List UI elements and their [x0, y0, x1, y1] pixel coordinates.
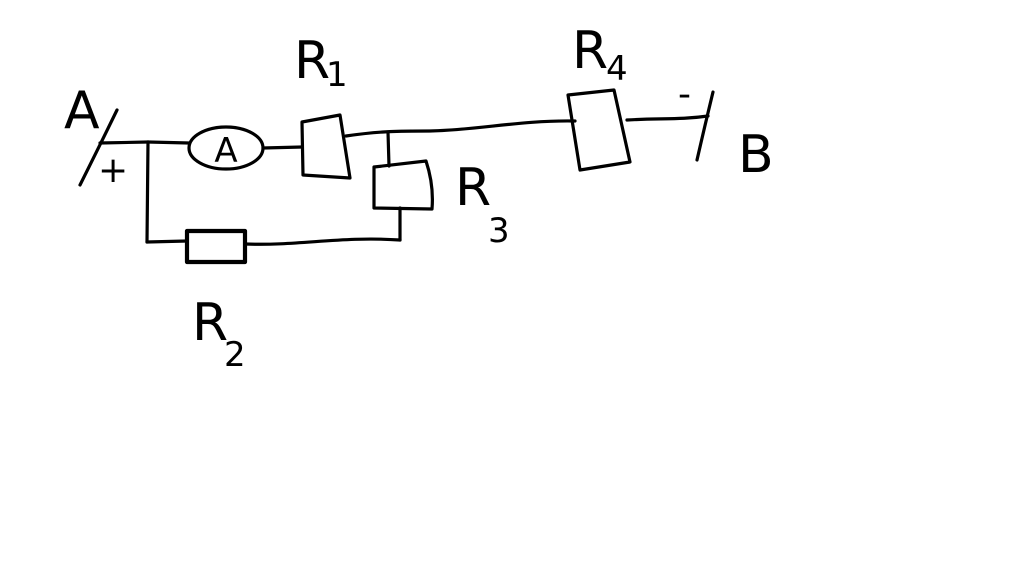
resistor-r2-index: 2 [224, 335, 246, 375]
resistor-r4-body [566, 88, 632, 172]
wire-left-to-r2 [145, 239, 189, 244]
resistor-r4-letter: R [572, 21, 608, 81]
terminal-a-stroke [78, 108, 119, 187]
resistor-r1-body [300, 113, 352, 180]
wire-r4-to-terminal-b [625, 114, 710, 122]
ammeter-body [187, 125, 265, 171]
wire-node-to-ammeter [146, 140, 191, 145]
resistor-r3: R 3 [372, 158, 510, 251]
resistor-r4-index: 4 [606, 49, 628, 89]
ammeter: A [187, 125, 265, 171]
terminal-a-polarity: + [98, 150, 128, 191]
resistor-r1-index: 1 [326, 55, 348, 95]
wire-ammeter-to-r1 [261, 145, 304, 150]
resistor-r2-letter: R [192, 293, 228, 353]
wire-terminal-a-to-node [98, 140, 150, 145]
terminal-b: - B [678, 74, 774, 185]
wires [98, 114, 710, 246]
terminal-b-polarity: - [678, 74, 691, 115]
terminal-b-label: B [738, 125, 774, 185]
resistor-r3-letter: R [455, 158, 491, 218]
resistor-r4: R 4 [566, 21, 632, 172]
resistor-r1-letter: R [294, 31, 330, 91]
terminal-a: A + [64, 81, 128, 191]
terminal-b-stroke [695, 90, 715, 162]
resistor-r3-body [372, 159, 434, 211]
ammeter-symbol: A [214, 131, 237, 171]
wire-left-branch-down [145, 140, 150, 244]
resistor-r3-index: 3 [488, 211, 510, 251]
resistor-r1: R 1 [294, 31, 352, 180]
wire-junction-to-r3 [386, 130, 391, 168]
resistor-r2: R 2 [184, 228, 248, 375]
terminal-a-label: A [64, 81, 100, 141]
wire-r2-to-right-node [243, 237, 402, 246]
resistor-r2-body [184, 228, 248, 265]
wire-r1-to-r4 [344, 119, 577, 138]
